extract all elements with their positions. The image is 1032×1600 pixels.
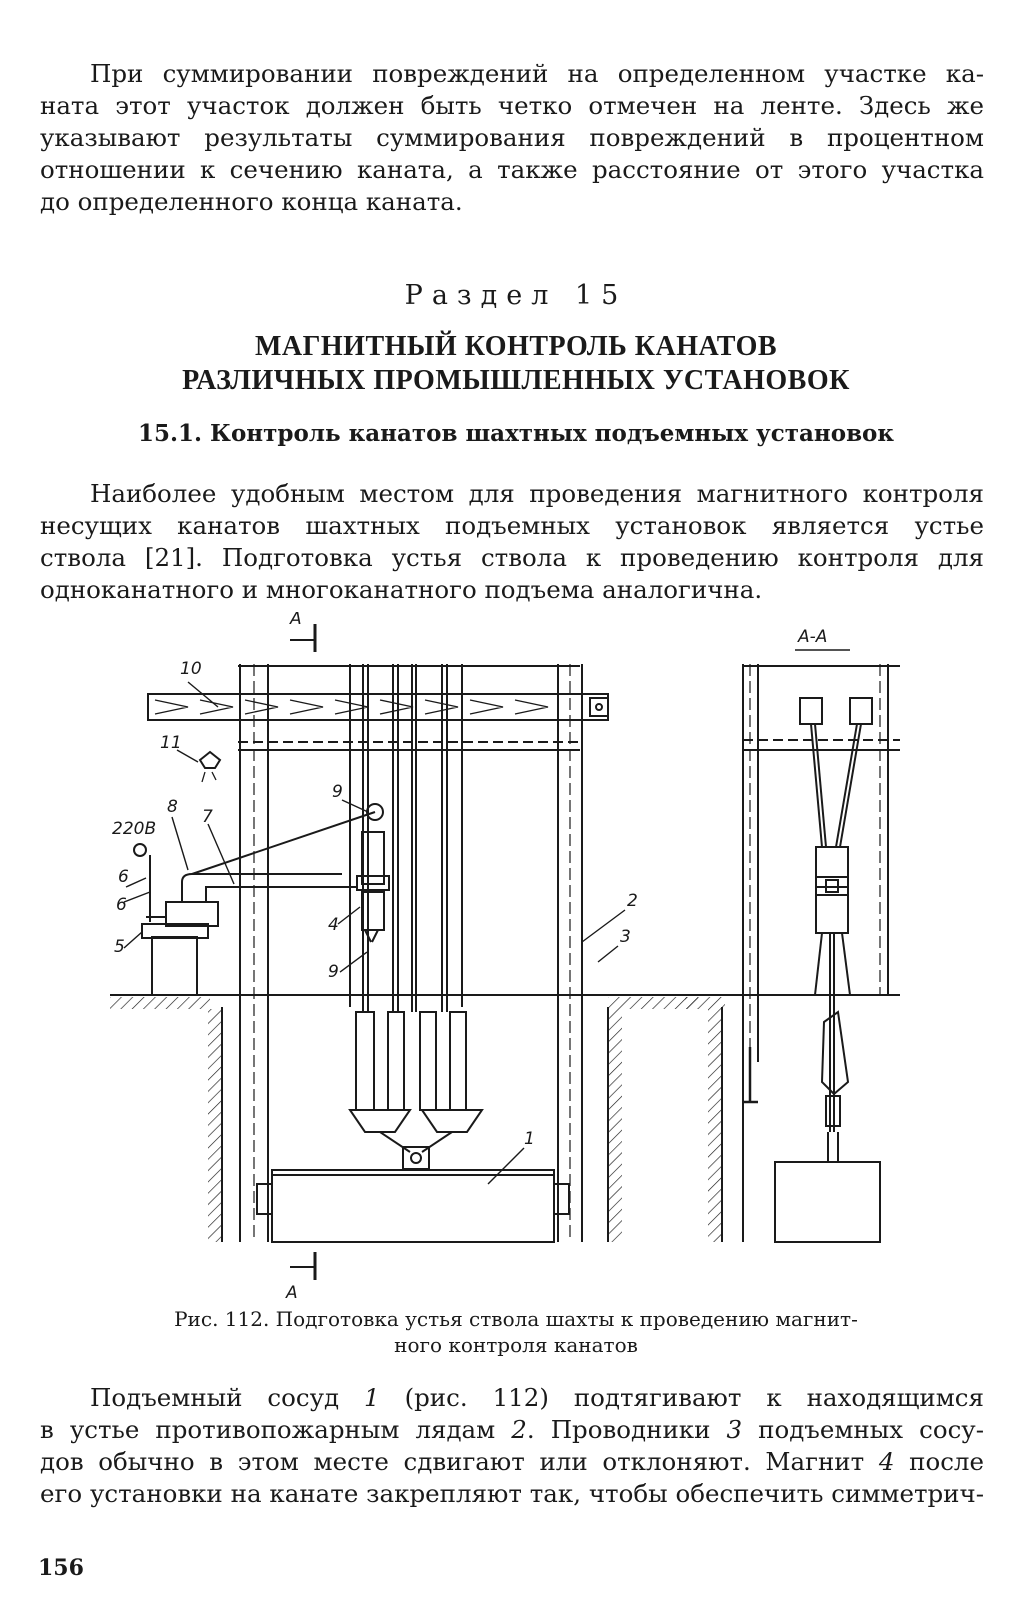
main-view: А — [110, 612, 698, 1302]
text-line: его установки на канате закрепляют так, … — [40, 1479, 984, 1508]
ref-number: 4 — [878, 1447, 895, 1476]
callout-8: 8 — [167, 797, 178, 817]
text-line: Подъемный сосуд 1 (рис. 112) подтягивают… — [40, 1382, 984, 1414]
section-view: А-А — [685, 627, 900, 1243]
caption-line: ного контроля канатов — [394, 1333, 638, 1357]
text-run: после — [894, 1447, 984, 1476]
text-run: Подъемный сосуд — [90, 1383, 365, 1412]
text-run: . Проводники — [526, 1415, 727, 1444]
section-mark-bottom: А — [285, 1283, 298, 1302]
text-line: несущих канатов шахтных подъемных устано… — [40, 511, 984, 540]
section-title: МАГНИТНЫЙ КОНТРОЛЬ КАНАТОВ РАЗЛИЧНЫХ ПРО… — [0, 330, 1032, 398]
callout-2: 2 — [627, 891, 638, 911]
figure-shaft-drawing: А — [110, 612, 900, 1302]
callout-6b: 6 — [116, 895, 127, 915]
figure-caption: Рис. 112. Подготовка устья ствола шахты … — [0, 1306, 1032, 1358]
section-label: Раздел 15 — [404, 280, 628, 311]
section-mark-top: А — [289, 612, 302, 629]
callout-6: 6 — [118, 867, 129, 887]
callout-1: 1 — [524, 1129, 535, 1149]
section-title-line: МАГНИТНЫЙ КОНТРОЛЬ КАНАТОВ — [254, 331, 778, 362]
text-line: ната этот участок должен быть четко отме… — [40, 91, 984, 120]
section-view-label: А-А — [797, 627, 827, 647]
body-paragraph: Наиболее удобным местом для проведения м… — [40, 478, 984, 606]
callout-11: 11 — [160, 733, 182, 753]
body-paragraph-bottom: Подъемный сосуд 1 (рис. 112) подтягивают… — [40, 1382, 984, 1510]
text-line: указывают результаты суммирования повреж… — [40, 123, 984, 152]
caption-line: Рис. 112. Подготовка устья ствола шахты … — [174, 1307, 858, 1331]
intro-paragraph: При суммировании повреждений на определе… — [40, 58, 984, 218]
section-title-line: РАЗЛИЧНЫХ ПРОМЫШЛЕННЫХ УСТАНОВОК — [182, 365, 850, 396]
text-line: дов обычно в этом месте сдвигают или отк… — [40, 1446, 984, 1478]
callout-9-lower: 9 — [328, 962, 339, 982]
callout-5: 5 — [114, 937, 125, 957]
text-line: одноканатного и многоканатного подъема а… — [40, 575, 763, 604]
ref-number: 2 — [511, 1415, 527, 1444]
callout-10: 10 — [180, 659, 202, 679]
ref-number: 1 — [364, 1383, 380, 1412]
text-line: ствола [21]. Подготовка устья ствола к п… — [40, 543, 984, 572]
text-line: Наиболее удобным местом для проведения м… — [90, 479, 984, 508]
text-line: При суммировании повреждений на определе… — [90, 59, 984, 88]
text-line: в устье противопожарным лядам 2. Проводн… — [40, 1414, 984, 1446]
callout-7: 7 — [202, 807, 213, 827]
text-run: подъемных сосу- — [742, 1415, 984, 1444]
text-run: в устье противопожарным лядам — [40, 1415, 512, 1444]
ref-number: 3 — [726, 1415, 743, 1444]
text-line: отношении к сечению каната, а также расс… — [40, 155, 984, 184]
callout-3: 3 — [620, 927, 631, 947]
text-line: до определенного конца каната. — [40, 187, 463, 216]
subsection-title: 15.1. Контроль канатов шахтных подъемных… — [137, 420, 895, 447]
text-run: (рис. 112) подтягивают к находящимся — [379, 1383, 984, 1412]
callout-4: 4 — [328, 915, 339, 935]
text-run: дов обычно в этом месте сдвигают или отк… — [40, 1447, 879, 1476]
page-number: 156 — [38, 1555, 84, 1581]
callout-9-upper: 9 — [332, 782, 343, 802]
voltage-label: 220В — [112, 819, 156, 839]
